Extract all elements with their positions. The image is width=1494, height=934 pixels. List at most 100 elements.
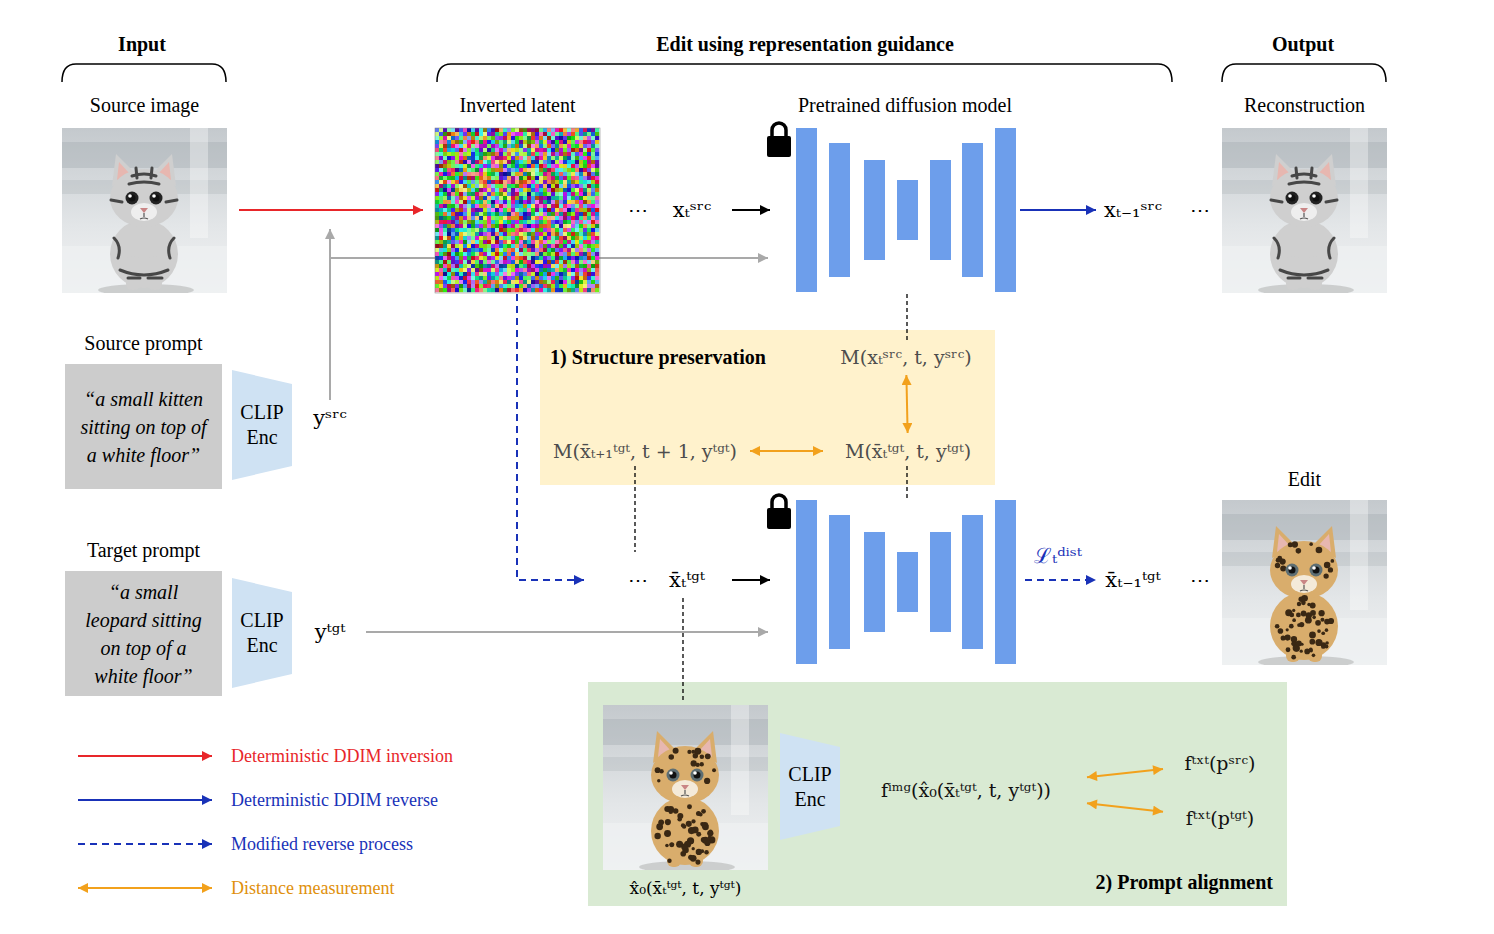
- noise-pixel: [571, 164, 575, 168]
- noise-pixel: [475, 164, 479, 168]
- leopard-spot: [1309, 639, 1315, 645]
- noise-pixel: [527, 244, 531, 248]
- noise-pixel: [547, 168, 551, 172]
- noise-pixel: [579, 176, 583, 180]
- noise-pixel: [591, 236, 595, 240]
- noise-pixel: [595, 240, 599, 244]
- noise-pixel: [511, 260, 515, 264]
- noise-pixel: [487, 228, 491, 232]
- noise-pixel: [435, 200, 439, 204]
- noise-pixel: [591, 220, 595, 224]
- noise-pixel: [459, 208, 463, 212]
- eye-highlight: [128, 194, 132, 198]
- noise-pixel: [523, 192, 527, 196]
- noise-pixel: [591, 244, 595, 248]
- noise-pixel: [439, 152, 443, 156]
- noise-pixel: [575, 132, 579, 136]
- noise-pixel: [539, 268, 543, 272]
- noise-pixel: [515, 184, 519, 188]
- encoder-trapezoid: CLIP Enc: [232, 370, 292, 480]
- noise-pixel: [527, 260, 531, 264]
- noise-pixel: [471, 256, 475, 260]
- noise-pixel: [587, 136, 591, 140]
- noise-pixel: [523, 132, 527, 136]
- noise-pixel: [499, 204, 503, 208]
- noise-pixel: [555, 196, 559, 200]
- noise-pixel: [579, 172, 583, 176]
- noise-pixel: [595, 228, 599, 232]
- noise-pixel: [507, 276, 511, 280]
- noise-pixel: [575, 156, 579, 160]
- noise-pixel: [555, 284, 559, 288]
- noise-pixel: [447, 236, 451, 240]
- noise-pixel: [539, 152, 543, 156]
- noise-pixel: [539, 148, 543, 152]
- noise-pixel: [495, 164, 499, 168]
- noise-pixel: [483, 152, 487, 156]
- noise-pixel: [479, 240, 483, 244]
- noise-pixel: [475, 176, 479, 180]
- kitten-stripe: [1311, 168, 1312, 178]
- noise-pixel: [479, 140, 483, 144]
- noise-pixel: [575, 208, 579, 212]
- noise-pixel: [443, 168, 447, 172]
- noise-pixel: [475, 220, 479, 224]
- noise-pixel: [575, 228, 579, 232]
- noise-pixel: [475, 240, 479, 244]
- noise-pixel: [531, 228, 535, 232]
- noise-pixel: [551, 228, 555, 232]
- leopard-spot: [691, 819, 695, 823]
- noise-pixel: [479, 144, 483, 148]
- noise-pixel: [491, 272, 495, 276]
- noise-pixel: [543, 284, 547, 288]
- noise-pixel: [487, 216, 491, 220]
- noise-pixel: [451, 244, 455, 248]
- unet-model: [796, 128, 1016, 292]
- noise-pixel: [571, 284, 575, 288]
- noise-pixel: [547, 204, 551, 208]
- noise-pixel: [543, 128, 547, 132]
- noise-pixel: [499, 240, 503, 244]
- noise-pixel: [583, 156, 587, 160]
- noise-pixel: [511, 264, 515, 268]
- noise-pixel: [547, 208, 551, 212]
- leopard-spot: [664, 830, 671, 837]
- animal-pupil: [670, 772, 677, 779]
- noise-pixel: [579, 248, 583, 252]
- noise-pixel: [479, 196, 483, 200]
- noise-pixel: [567, 284, 571, 288]
- leopard-spot: [693, 753, 698, 758]
- leopard-spot: [1279, 558, 1285, 564]
- noise-pixel: [507, 200, 511, 204]
- leopard-photo: [603, 705, 768, 870]
- noise-pixel: [467, 272, 471, 276]
- noise-pixel: [591, 140, 595, 144]
- noise-pixel: [491, 164, 495, 168]
- noise-pixel: [571, 228, 575, 232]
- noise-pixel: [583, 152, 587, 156]
- noise-pixel: [523, 260, 527, 264]
- noise-pixel: [555, 216, 559, 220]
- noise-pixel: [595, 172, 599, 176]
- noise-pixel: [479, 180, 483, 184]
- noise-pixel: [559, 240, 563, 244]
- noise-pixel: [555, 164, 559, 168]
- noise-pixel: [587, 228, 591, 232]
- noise-pixel: [451, 216, 455, 220]
- noise-pixel: [455, 284, 459, 288]
- noise-pixel: [543, 252, 547, 256]
- leopard-spot: [1326, 621, 1329, 624]
- noise-pixel: [503, 128, 507, 132]
- leopard-spot: [1289, 624, 1294, 629]
- noise-pixel: [455, 144, 459, 148]
- leopard-spot: [1291, 655, 1296, 660]
- noise-pixel: [563, 128, 567, 132]
- noise-pixel: [563, 280, 567, 284]
- noise-pixel: [555, 172, 559, 176]
- noise-pixel: [455, 256, 459, 260]
- noise-pixel: [463, 144, 467, 148]
- noise-pixel: [515, 196, 519, 200]
- noise-pixel: [475, 140, 479, 144]
- noise-pixel: [487, 288, 491, 292]
- noise-pixel: [583, 168, 587, 172]
